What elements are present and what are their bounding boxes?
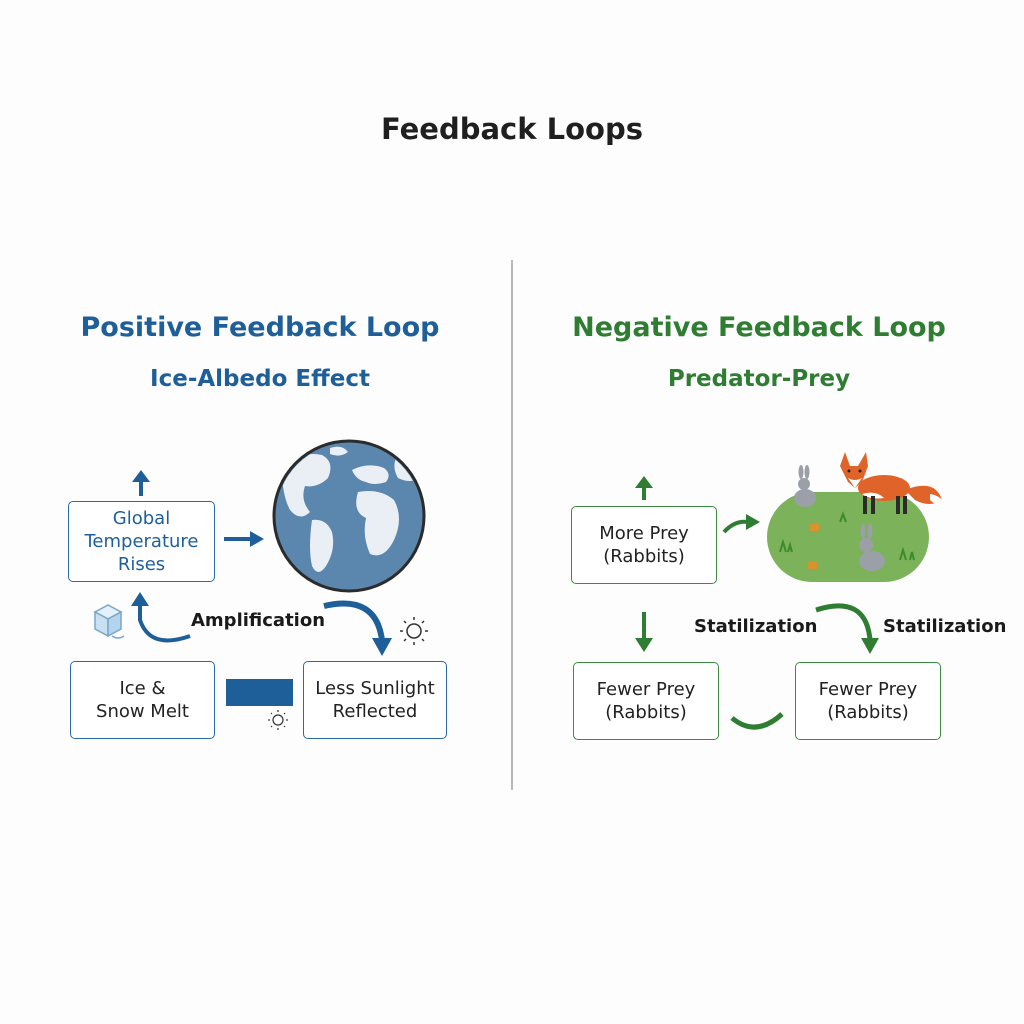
page-title: Feedback Loops bbox=[381, 112, 643, 146]
more-prey-box: More Prey (Rabbits) bbox=[571, 506, 717, 584]
positive-heading: Positive Feedback Loop bbox=[80, 312, 440, 343]
curved-arrow-icon bbox=[815, 603, 879, 654]
temperature-rises-box: Global Temperature Rises bbox=[68, 501, 215, 582]
ice-snow-melt-box: Ice & Snow Melt bbox=[70, 661, 215, 739]
positive-subheading: Ice-Albedo Effect bbox=[150, 366, 370, 392]
stabilization-label-right: Statilization bbox=[883, 616, 1007, 637]
fox-icon bbox=[840, 452, 944, 514]
curved-arrow-icon bbox=[722, 514, 760, 534]
right-arrow-icon bbox=[224, 531, 264, 547]
curved-arrow-icon bbox=[323, 600, 392, 656]
globe-icon bbox=[272, 439, 426, 593]
rabbit-icon bbox=[794, 465, 816, 507]
curved-arrow-icon bbox=[131, 592, 191, 643]
meadow-icon bbox=[767, 492, 929, 582]
sun-icon bbox=[400, 617, 428, 645]
fewer-prey-box-right: Fewer Prey (Rabbits) bbox=[795, 662, 941, 740]
amplification-label: Amplification bbox=[191, 610, 326, 631]
connector-bar bbox=[226, 679, 293, 706]
negative-subheading: Predator-Prey bbox=[667, 366, 851, 392]
down-arrow-icon bbox=[635, 612, 653, 652]
ice-cube-icon bbox=[93, 604, 125, 639]
rabbit-icon bbox=[859, 523, 885, 571]
up-arrow-icon bbox=[132, 470, 150, 496]
negative-heading: Negative Feedback Loop bbox=[572, 312, 946, 343]
center-divider bbox=[511, 260, 513, 790]
stabilization-label-left: Statilization bbox=[694, 616, 818, 637]
fewer-prey-box-left: Fewer Prey (Rabbits) bbox=[573, 662, 719, 740]
bottom-connector-arc bbox=[730, 712, 784, 730]
up-arrow-icon bbox=[635, 476, 653, 500]
less-sunlight-box: Less Sunlight Reflected bbox=[303, 661, 447, 739]
sun-icon bbox=[268, 710, 288, 730]
